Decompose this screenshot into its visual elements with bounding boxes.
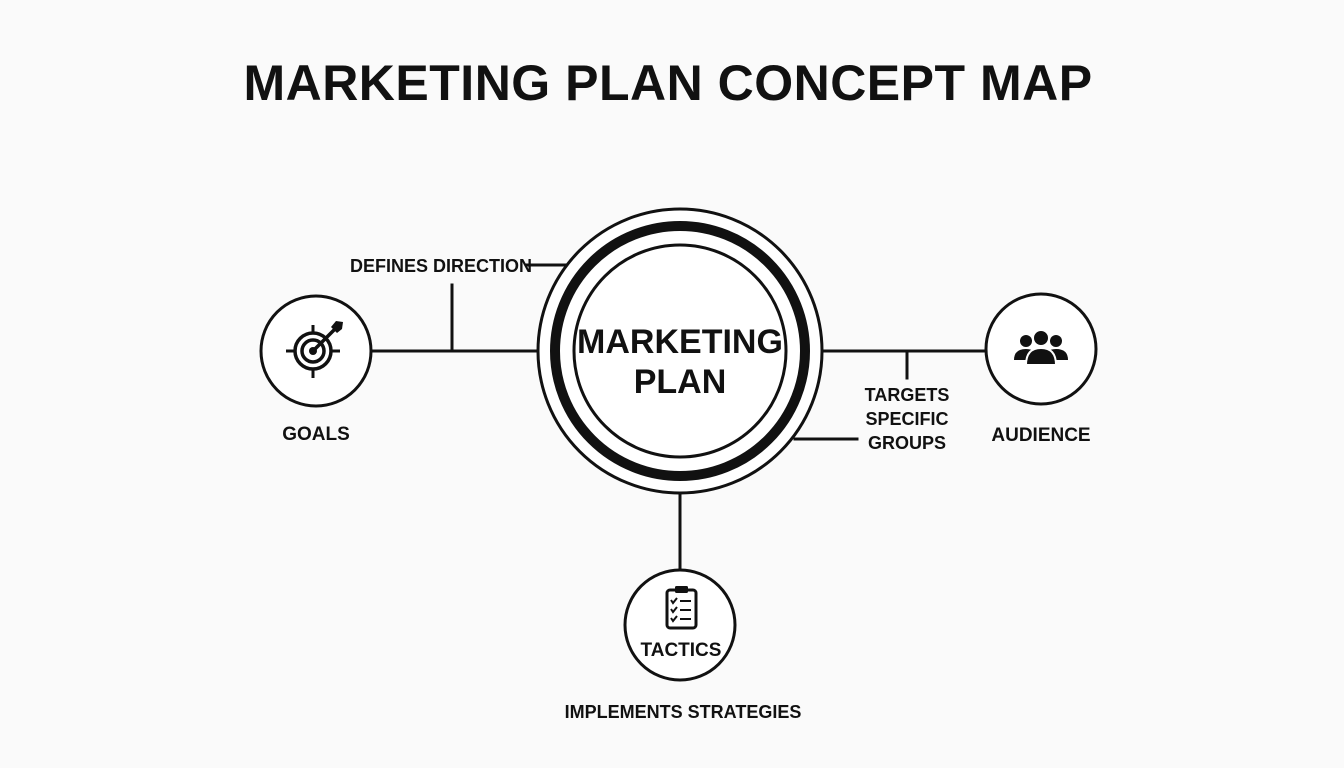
edge-label-targets-specific-groups: TARGETS SPECIFIC GROUPS: [865, 385, 950, 453]
edge-label-defines-direction: DEFINES DIRECTION: [350, 256, 532, 276]
central-thick-ring: [550, 221, 810, 481]
central-inner-ring: [572, 243, 788, 459]
connectors: [370, 263, 988, 572]
goals-node: GOALS: [259, 294, 373, 445]
edge-label-targets-line2: SPECIFIC: [865, 409, 948, 429]
target-arrow-icon: [286, 321, 343, 378]
tactics-node: TACTICS: [623, 568, 737, 682]
audience-node: AUDIENCE: [984, 292, 1098, 446]
central-label-line1: MARKETING: [577, 323, 783, 361]
central-node: MARKETING PLAN: [536, 207, 824, 495]
edge-label-targets-line3: GROUPS: [868, 433, 946, 453]
edge-label-targets-line1: TARGETS: [865, 385, 950, 405]
central-label-line2: PLAN: [634, 363, 727, 401]
goals-label: GOALS: [282, 424, 350, 445]
tactics-circle: [623, 568, 737, 682]
edge-label-implements-strategies: IMPLEMENTS STRATEGIES: [565, 702, 802, 722]
page-title: MARKETING PLAN CONCEPT MAP: [243, 55, 1092, 111]
clipboard-checklist-icon: [665, 586, 698, 630]
tactics-label: TACTICS: [641, 640, 722, 661]
people-group-icon: [1014, 329, 1068, 366]
audience-label: AUDIENCE: [991, 425, 1090, 446]
